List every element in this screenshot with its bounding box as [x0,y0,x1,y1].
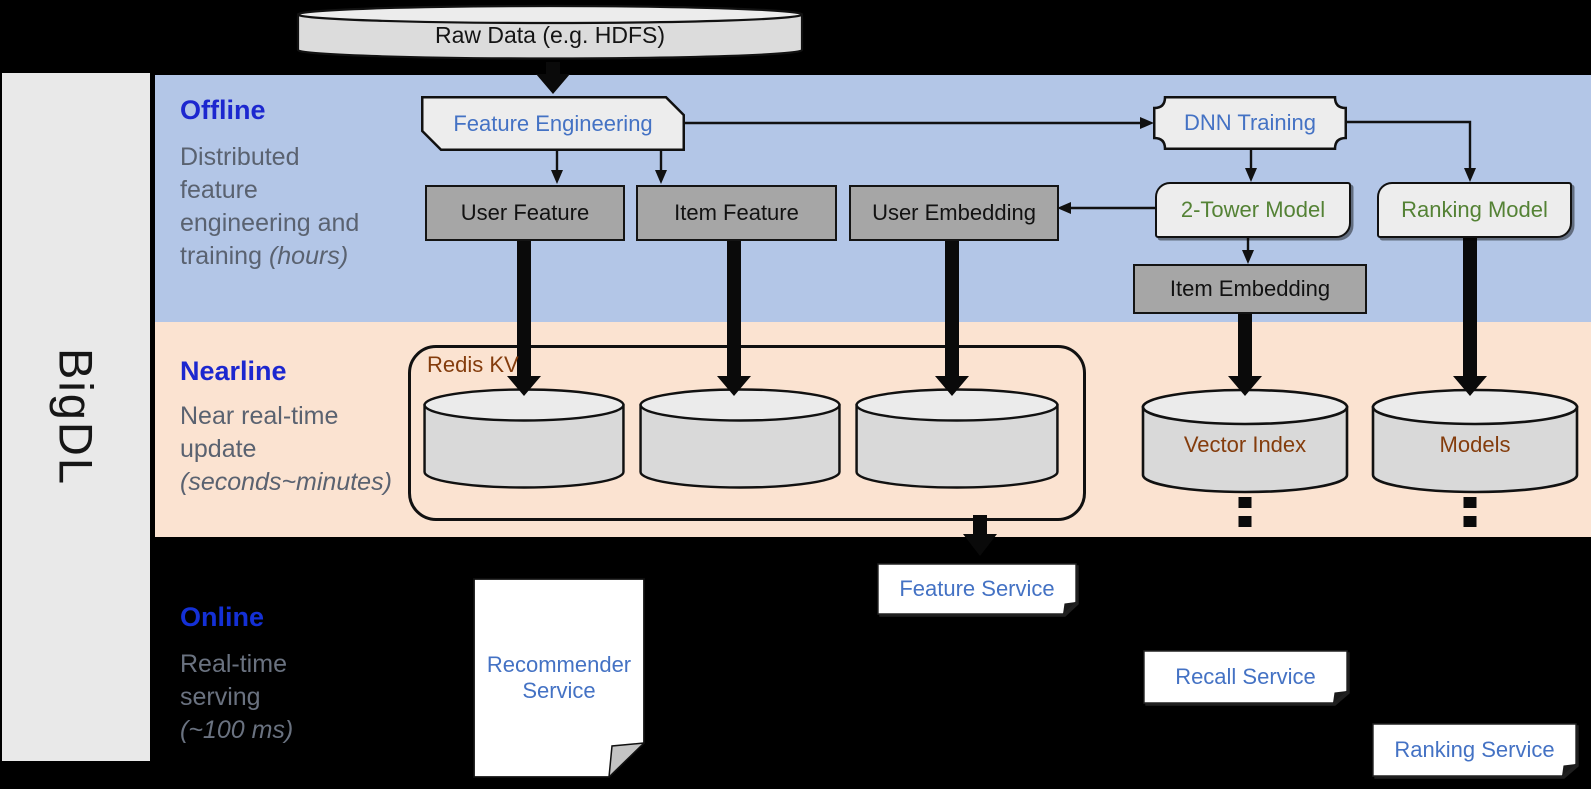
recall-service-label: Recall Service [1175,664,1316,689]
online-desc-line2: serving [180,683,261,711]
offline-desc-line3: engineering and [180,209,360,237]
redis-cylinder-2 [638,388,842,490]
two-tower-model-node: 2-Tower Model [1155,182,1351,238]
ranking-service-label: Ranking Service [1394,737,1555,762]
nearline-desc-line2: update [180,435,257,463]
document-shape [473,578,645,778]
item-feature-label: Item Feature [674,200,799,225]
two-tower-model-label: 2-Tower Model [1180,197,1326,222]
document-shape [877,563,1077,615]
offline-title: Offline [180,95,266,125]
feature-engineering-node: Feature Engineering [421,96,685,151]
online-description: Real-time serving (~100 ms) [180,648,293,747]
cylinder-icon [296,4,804,60]
offline-desc-line2: feature [180,176,258,204]
feature-engineering-label: Feature Engineering [453,110,653,136]
online-desc-line1: Real-time [180,650,287,678]
user-embedding-label: User Embedding [872,200,1036,225]
vector-index-store: Vector Index [1140,388,1350,495]
document-shape [1143,650,1348,704]
item-embedding-label: Item Embedding [1169,276,1331,301]
snip-corner-shape [421,96,685,151]
models-store: Models [1370,388,1580,495]
user-embedding-node: User Embedding [849,185,1059,241]
offline-desc-hours: (hours) [268,242,349,270]
offline-desc-line4: training (hours) [180,240,359,273]
ranking-model-label: Ranking Model [1401,197,1548,222]
user-feature-label: User Feature [460,200,590,225]
feature-service-label: Feature Service [899,576,1055,601]
dnn-training-label: DNN Training [1183,110,1317,135]
recommender-service-node: Recommender Service [473,578,645,778]
redis-cylinder-1 [422,388,626,490]
cylinder-icon [1371,388,1579,494]
nearline-description: Near real-time update (seconds~minutes) [180,400,392,499]
dnn-training-node: DNN Training [1153,96,1347,150]
models-label: Models [1439,432,1511,457]
online-desc-line3: (~100 ms) [180,716,294,744]
cylinder-icon [423,388,625,489]
cylinder-icon [1141,388,1349,494]
redis-cylinder-3 [854,388,1060,490]
offline-description: Distributed feature engineering and trai… [180,141,359,273]
cylinder-icon [639,388,841,489]
item-embedding-node: Item Embedding [1133,264,1367,314]
bigdl-label: BigDL [49,347,103,486]
feature-service-node: Feature Service [877,563,1077,615]
nearline-desc-line1: Near real-time [180,402,339,430]
redis-kv-label: Redis KV [427,352,519,377]
offline-desc-line1: Distributed [180,143,300,171]
ranking-model-node: Ranking Model [1377,182,1572,238]
document-shape [1372,723,1577,777]
bigdl-sidebar: BigDL [2,73,150,761]
nearline-title: Nearline [180,356,287,386]
item-feature-node: Item Feature [636,185,837,241]
nearline-desc-line3: (seconds~minutes) [180,468,392,496]
vector-index-label: Vector Index [1183,432,1307,457]
user-feature-node: User Feature [425,185,625,241]
online-title: Online [180,602,265,632]
recommender-service-label: Recommender Service [486,652,632,703]
raw-data-store: Raw Data (e.g. HDFS) [295,4,805,62]
recall-service-node: Recall Service [1143,650,1348,704]
plaque-shape [1153,96,1347,150]
ranking-service-node: Ranking Service [1372,723,1577,777]
offline-desc-line4-text: training [180,242,269,270]
raw-data-label: Raw Data (e.g. HDFS) [434,22,666,48]
cylinder-icon [855,388,1059,489]
